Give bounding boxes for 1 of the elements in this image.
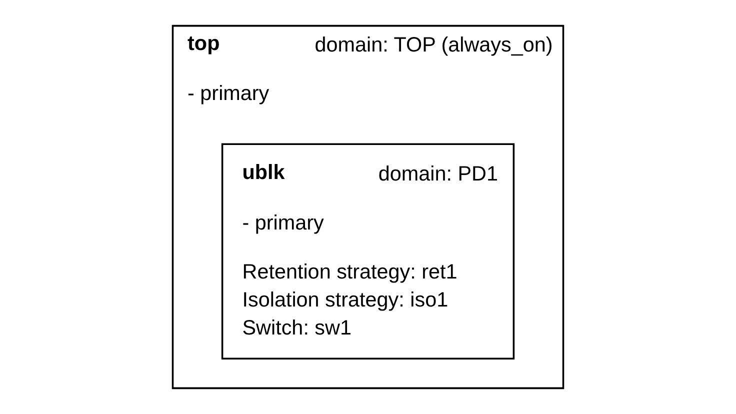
node-box: ublk domain: PD1 - primary Retention strategy: ret1 Isolation strategy: iso1 Switch: sw1 xyxy=(221,143,515,360)
